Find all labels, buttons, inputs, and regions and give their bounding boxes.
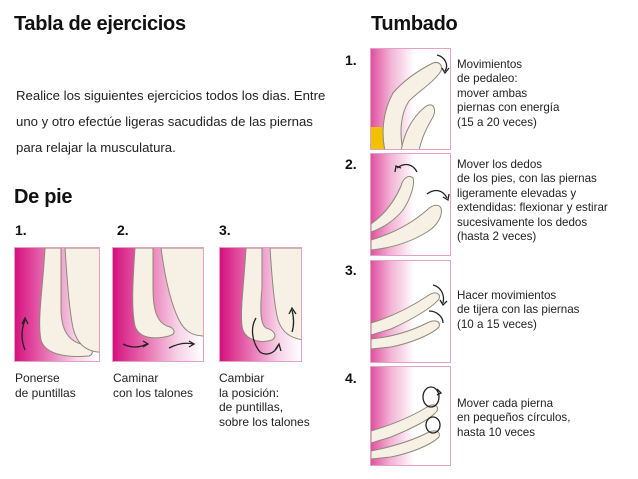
standing-caption-3: Cambiar la posición: de puntillas, sobre… [219, 371, 310, 429]
standing-number-2: 2. [117, 222, 129, 238]
standing-exercise-3-illustration [219, 247, 302, 362]
lying-number-4: 4. [345, 370, 357, 386]
lying-description-1: Movimientos de pedaleo: mover ambas pier… [457, 58, 560, 129]
standing-exercise-1-illustration [14, 247, 100, 362]
page-title: Tabla de ejercicios [14, 13, 186, 35]
lying-exercise-1-illustration [370, 48, 451, 150]
lying-exercise-3-illustration [370, 260, 451, 363]
standing-caption-2: Caminar con los talones [113, 371, 194, 400]
lying-description-4: Mover cada pierna en pequeños círculos, … [457, 397, 571, 439]
lying-number-1: 1. [345, 52, 357, 68]
lying-exercise-2-illustration [370, 153, 451, 256]
standing-number-1: 1. [15, 222, 27, 238]
standing-caption-1: Ponerse de puntillas [15, 371, 76, 400]
lying-description-2: Mover los dedos de los pies, con las pie… [457, 158, 608, 244]
lying-heading: Tumbado [371, 13, 458, 35]
standing-heading: De pie [14, 186, 73, 208]
lying-number-3: 3. [345, 262, 357, 278]
lying-description-3: Hacer movimientos de tijera con las pier… [457, 289, 580, 331]
standing-exercise-2-illustration [112, 247, 204, 362]
lying-exercise-4-illustration [370, 366, 451, 466]
standing-number-3: 3. [219, 222, 231, 238]
intro-text: Realice los siguientes ejercicios todos … [16, 88, 326, 155]
lying-number-2: 2. [345, 156, 357, 172]
